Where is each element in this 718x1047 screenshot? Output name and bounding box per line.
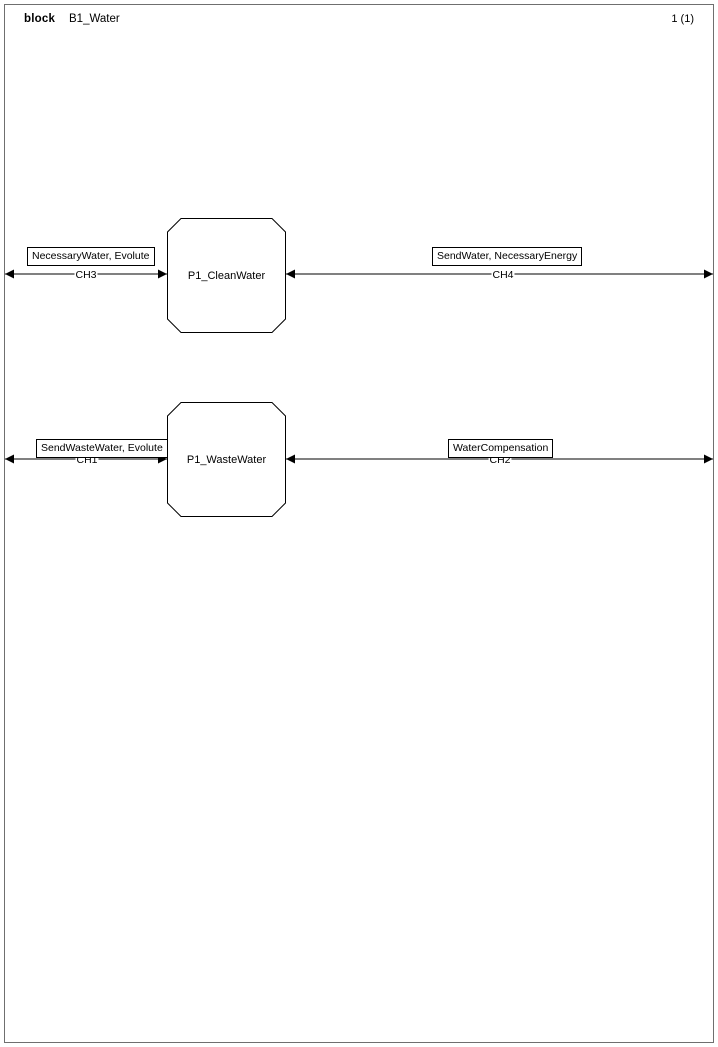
page-number: 1 (1) bbox=[671, 13, 694, 25]
message-label-ch4[interactable]: SendWater, NecessaryEnergy bbox=[432, 247, 583, 266]
channel-name-ch4: CH4 bbox=[491, 268, 515, 281]
message-label-ch2[interactable]: WaterCompensation bbox=[448, 439, 554, 458]
channel-name-ch1: CH1 bbox=[75, 453, 99, 466]
block-outline-p1-wastewater bbox=[167, 402, 286, 517]
diagram-header: block B1_Water 1 (1) bbox=[4, 4, 714, 37]
page-title: B1_Water bbox=[69, 13, 120, 25]
block-p1-wastewater[interactable]: P1_WasteWater bbox=[167, 402, 286, 517]
channel-name-ch3: CH3 bbox=[74, 268, 98, 281]
channel-name-ch2: CH2 bbox=[488, 453, 512, 466]
block-p1-cleanwater[interactable]: P1_CleanWater bbox=[167, 218, 286, 333]
block-outline-p1-cleanwater bbox=[167, 218, 286, 333]
message-label-ch1[interactable]: SendWasteWater, Evolute bbox=[36, 439, 168, 458]
message-label-ch3[interactable]: NecessaryWater, Evolute bbox=[27, 247, 155, 266]
header-kind-label: block bbox=[24, 13, 56, 25]
